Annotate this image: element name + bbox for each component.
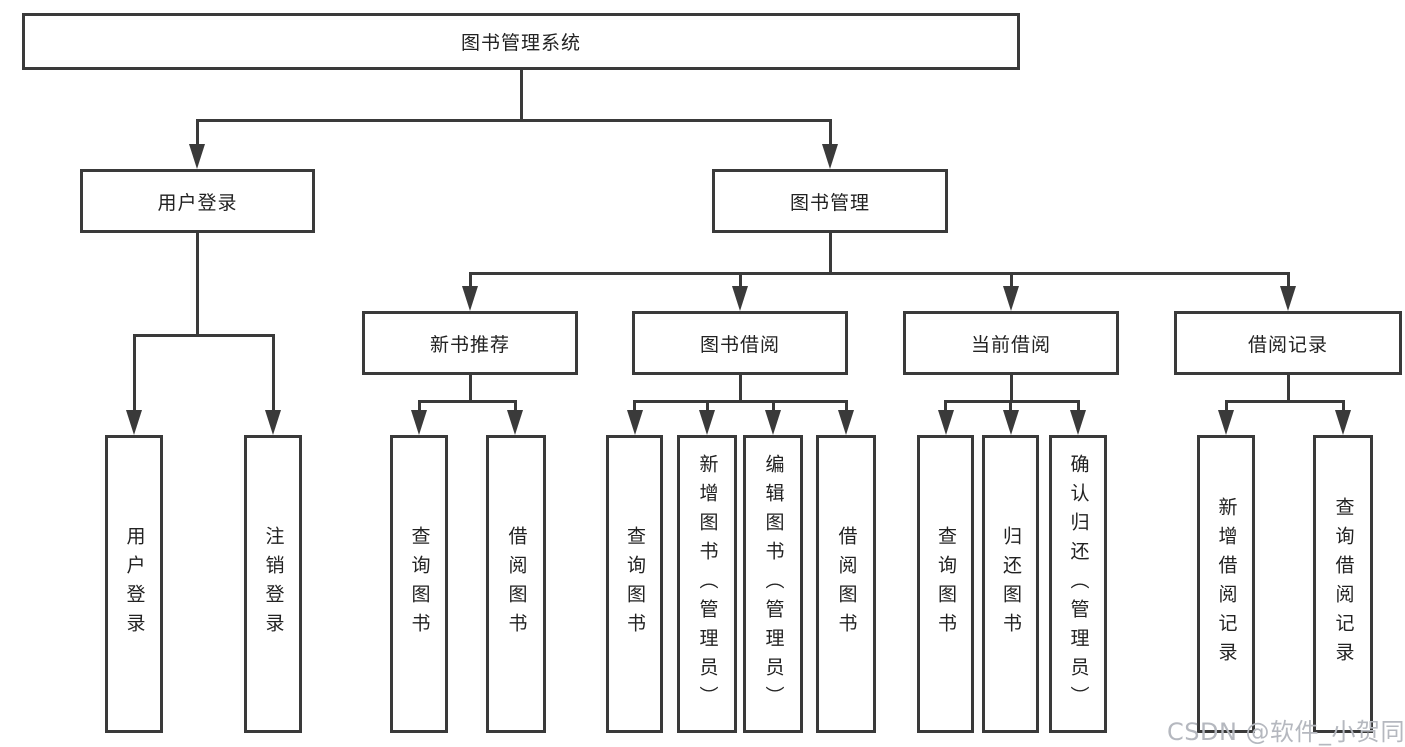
- connector-line: [468, 272, 472, 288]
- connector-line: [738, 272, 742, 288]
- connector-line: [417, 400, 421, 412]
- leaf-add-book-admin: 新增图书（管理员）: [677, 435, 737, 733]
- node-user-login-branch: 用户登录: [80, 169, 315, 233]
- arrow-down-icon: [1070, 410, 1086, 435]
- node-label: 查询借阅记录: [1332, 497, 1355, 671]
- connector-line: [844, 400, 848, 412]
- connector-line: [1009, 400, 1012, 412]
- node-label: 查询图书: [624, 526, 646, 642]
- node-label: 图书管理系统: [460, 32, 581, 54]
- node-book-borrowing: 图书借阅: [632, 311, 848, 375]
- arrow-down-icon: [838, 410, 854, 435]
- arrow-down-icon: [411, 410, 427, 435]
- connector-line: [705, 400, 709, 412]
- connector-line: [633, 400, 847, 403]
- arrow-down-icon: [1335, 410, 1351, 435]
- connector-line: [132, 334, 136, 412]
- arrow-down-icon: [265, 410, 281, 435]
- leaf-return-books: 归还图书: [982, 435, 1039, 733]
- connector-line: [1224, 400, 1228, 412]
- node-label: 新增图书（管理员）: [696, 453, 719, 715]
- arrow-down-icon: [1003, 286, 1019, 311]
- node-label: 新书推荐: [429, 333, 510, 356]
- arrow-down-icon: [1002, 410, 1019, 435]
- leaf-user-login: 用户登录: [105, 435, 163, 733]
- node-borrowing-records: 借阅记录: [1174, 311, 1402, 375]
- leaf-query-books-3: 查询图书: [917, 435, 974, 733]
- arrow-down-icon: [1280, 286, 1296, 311]
- leaf-add-borrow-record: 新增借阅记录: [1197, 435, 1255, 733]
- leaf-borrow-books-1: 借阅图书: [486, 435, 546, 733]
- leaf-query-books-2: 查询图书: [606, 435, 663, 733]
- leaf-query-books-1: 查询图书: [390, 435, 448, 733]
- arrow-down-icon: [626, 410, 643, 435]
- node-label: 确认归还（管理员）: [1067, 453, 1090, 715]
- connector-line: [828, 233, 832, 274]
- node-book-management-branch: 图书管理: [712, 169, 948, 233]
- connector-line: [468, 272, 1290, 275]
- node-label: 当前借阅: [970, 333, 1051, 356]
- leaf-logout: 注销登录: [244, 435, 302, 733]
- arrow-down-icon: [937, 410, 954, 435]
- leaf-confirm-return-admin: 确认归还（管理员）: [1049, 435, 1107, 733]
- arrow-down-icon: [822, 144, 838, 169]
- node-label: 注销登录: [262, 526, 285, 642]
- node-label: 查询图书: [408, 526, 431, 642]
- arrow-down-icon: [507, 410, 523, 435]
- node-root-library-system: 图书管理系统: [22, 13, 1020, 70]
- node-label: 用户登录: [157, 191, 238, 214]
- connector-line: [944, 400, 947, 412]
- node-label: 借阅记录: [1247, 333, 1328, 356]
- connector-line: [1286, 272, 1290, 288]
- leaf-query-borrow-record: 查询借阅记录: [1313, 435, 1373, 733]
- node-label: 借阅图书: [505, 526, 528, 642]
- arrow-down-icon: [699, 410, 715, 435]
- connector-line: [132, 334, 275, 337]
- connector-line: [1009, 272, 1013, 288]
- node-label: 查询图书: [935, 526, 957, 642]
- connector-line: [771, 400, 775, 412]
- node-current-borrowing: 当前借阅: [903, 311, 1119, 375]
- csdn-watermark: CSDN @软件_小贺同学: [1167, 718, 1405, 746]
- connector-line: [1224, 400, 1345, 403]
- connector-line: [1341, 400, 1345, 412]
- connector-line: [1009, 375, 1013, 402]
- node-new-book-recommendation: 新书推荐: [362, 311, 578, 375]
- connector-line: [633, 400, 636, 412]
- node-label: 新增借阅记录: [1215, 497, 1238, 671]
- connector-line: [195, 233, 199, 336]
- connector-line: [828, 119, 832, 148]
- arrow-down-icon: [732, 286, 748, 311]
- connector-line: [271, 334, 275, 412]
- node-label: 图书借阅: [699, 333, 780, 356]
- arrow-down-icon: [126, 410, 142, 435]
- node-label: 归还图书: [1000, 526, 1022, 642]
- node-label: 借阅图书: [835, 526, 858, 642]
- node-label: 用户登录: [123, 526, 146, 642]
- connector-line: [468, 375, 472, 402]
- connector-line: [513, 400, 517, 412]
- connector-line: [519, 70, 523, 119]
- connector-line: [195, 119, 199, 148]
- leaf-borrow-books-2: 借阅图书: [816, 435, 876, 733]
- leaf-edit-book-admin: 编辑图书（管理员）: [743, 435, 803, 733]
- node-label: 图书管理: [789, 191, 870, 214]
- connector-line: [944, 400, 1080, 403]
- arrow-down-icon: [189, 144, 205, 169]
- connector-line: [417, 400, 517, 403]
- connector-line: [1286, 375, 1290, 402]
- connector-line: [1076, 400, 1080, 412]
- arrow-down-icon: [462, 286, 478, 311]
- connector-line: [738, 375, 742, 402]
- arrow-down-icon: [765, 410, 781, 435]
- node-label: 编辑图书（管理员）: [762, 453, 785, 715]
- arrow-down-icon: [1218, 410, 1234, 435]
- connector-line: [195, 119, 832, 122]
